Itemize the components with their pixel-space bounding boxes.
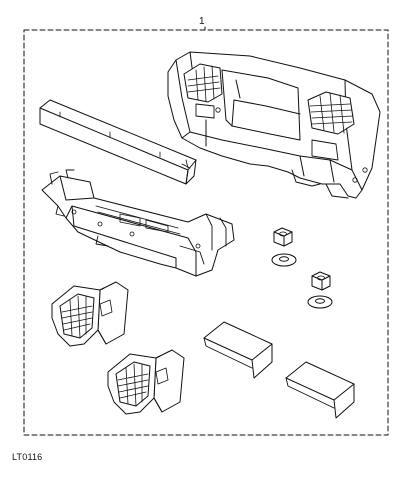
trim-strip xyxy=(39,99,197,185)
nut-lower xyxy=(311,271,331,291)
washer-upper xyxy=(271,253,297,267)
console-mounting-bracket xyxy=(41,169,235,277)
washer-lower xyxy=(307,295,333,309)
callout-number-label: 1 xyxy=(199,16,205,27)
clip-bracket-right xyxy=(285,361,355,419)
air-vent-left-lower xyxy=(107,349,185,415)
nut-upper xyxy=(273,227,293,247)
center-console-bezel-panel xyxy=(167,51,381,199)
bezel-vent-right xyxy=(307,91,355,135)
air-vent-left-upper xyxy=(51,281,129,347)
clip-bracket-left xyxy=(203,321,273,379)
figure-reference-label: LT0116 xyxy=(12,452,43,462)
